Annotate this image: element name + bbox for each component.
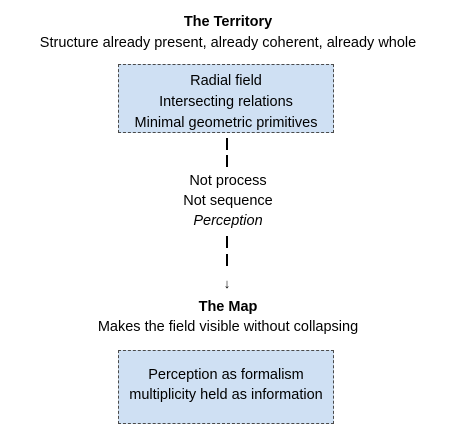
map-subtitle: Makes the field visible without collapsi… <box>97 319 359 335</box>
territory-box-line-primitives: Minimal geometric primitives <box>134 115 318 131</box>
territory-box-line-radial: Radial field <box>190 73 262 89</box>
dash-segment <box>226 254 228 266</box>
map-box: Perception as formalism multiplicity hel… <box>118 350 334 424</box>
map-box-line-formalism: Perception as formalism <box>148 367 304 383</box>
middle-line-not-process: Not process <box>189 173 267 189</box>
dash-segment <box>226 236 228 248</box>
down-arrow-icon: ↓ <box>223 276 231 291</box>
territory-title: The Territory <box>183 14 273 30</box>
territory-box-line-relations: Intersecting relations <box>159 94 293 110</box>
territory-box: Radial field Intersecting relations Mini… <box>118 64 334 133</box>
map-title: The Map <box>198 299 258 315</box>
map-box-line-multiplicity: multiplicity held as information <box>129 387 323 403</box>
middle-line-not-sequence: Not sequence <box>183 193 273 209</box>
territory-subtitle: Structure already present, already coher… <box>39 35 417 51</box>
dash-segment <box>226 155 228 167</box>
dash-segment <box>226 138 228 150</box>
middle-line-perception: Perception <box>193 213 263 229</box>
